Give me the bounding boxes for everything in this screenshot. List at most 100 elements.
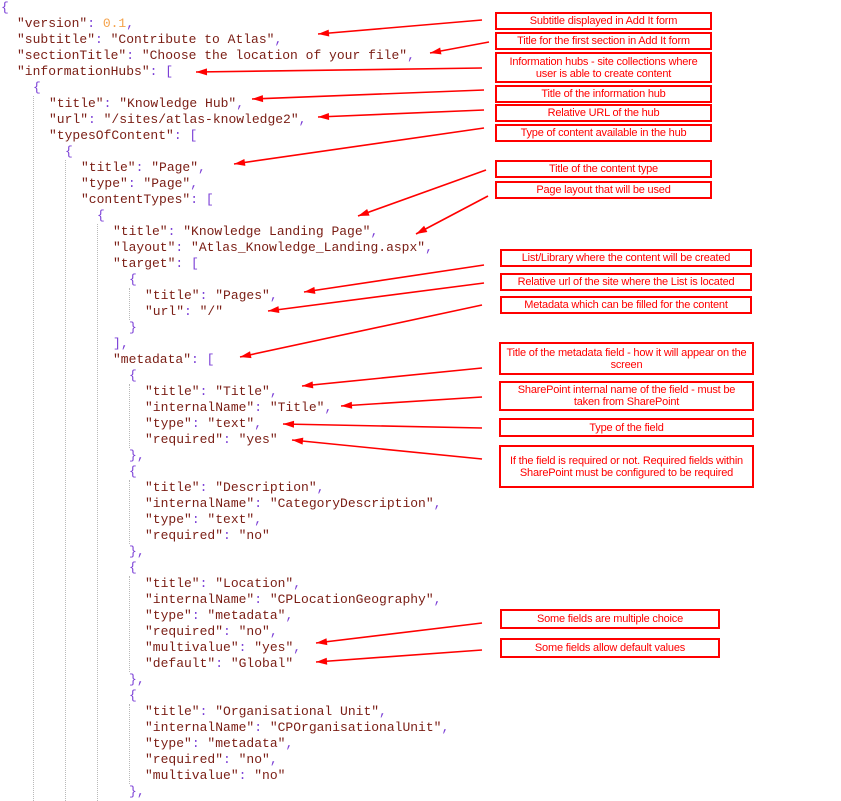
colon: : xyxy=(173,128,190,143)
indent-guide xyxy=(129,576,130,672)
indent-guide xyxy=(33,96,34,801)
colon: : xyxy=(254,720,270,735)
json-string-value: "CategoryDescription" xyxy=(269,496,434,511)
annotation-content-type-title: Title of the content type xyxy=(495,160,712,178)
comma: , xyxy=(136,448,145,463)
json-string-value: "no" xyxy=(238,624,270,639)
json-string-value: "no" xyxy=(238,528,270,543)
colon: : xyxy=(238,640,255,655)
code-line: "typesOfContent": [ xyxy=(49,128,197,144)
colon: : xyxy=(254,592,270,607)
json-string-value: "CPLocationGeography" xyxy=(269,592,434,607)
colon: : xyxy=(223,752,239,767)
colon: : xyxy=(135,160,152,175)
code-line: "default": "Global" xyxy=(145,656,293,672)
json-string-value: "Organisational Unit" xyxy=(215,704,380,719)
code-line: "type": "metadata", xyxy=(145,608,293,624)
colon: : xyxy=(175,256,192,271)
json-key: "multivalue" xyxy=(145,640,239,655)
code-line: ], xyxy=(113,336,129,352)
comma: , xyxy=(285,736,294,751)
json-key: "required" xyxy=(145,624,224,639)
code-line: { xyxy=(129,368,137,384)
json-string-value: "text" xyxy=(207,416,255,431)
arrowhead-icon xyxy=(252,95,264,103)
colon: : xyxy=(199,576,216,591)
code-line: "subtitle": "Contribute to Atlas", xyxy=(17,32,282,48)
colon: : xyxy=(191,608,208,623)
json-string-value: "yes" xyxy=(254,640,294,655)
comma: , xyxy=(293,576,302,591)
code-line: { xyxy=(33,80,41,96)
bracket: { xyxy=(129,688,137,703)
comma: , xyxy=(379,704,387,719)
code-line: "type": "text", xyxy=(145,416,262,432)
json-string-value: "Page" xyxy=(151,160,199,175)
colon: : xyxy=(238,768,255,783)
colon: : xyxy=(191,352,207,367)
arrow-line xyxy=(317,19,483,35)
comma: , xyxy=(425,240,433,255)
annotation-types-of-content: Type of content available in the hub xyxy=(495,124,712,142)
annotation-field-type: Type of the field xyxy=(499,418,754,437)
bracket: { xyxy=(129,464,137,479)
json-key: "type" xyxy=(145,416,192,431)
comma: , xyxy=(298,112,307,127)
colon: : xyxy=(223,432,239,447)
json-key: "subtitle" xyxy=(17,32,96,47)
json-key: "title" xyxy=(145,384,200,399)
bracket: { xyxy=(1,0,9,15)
code-line: "title": "Description", xyxy=(145,480,324,496)
code-line: "type": "Page", xyxy=(81,176,198,192)
code-line: "required": "yes" xyxy=(145,432,278,448)
json-key: "title" xyxy=(145,704,200,719)
comma: , xyxy=(285,608,294,623)
comma: , xyxy=(190,176,199,191)
annotation-hub-url: Relative URL of the hub xyxy=(495,104,712,122)
code-line: { xyxy=(1,0,9,16)
json-string-value: "Location" xyxy=(215,576,294,591)
colon: : xyxy=(87,16,103,31)
json-key: "metadata" xyxy=(113,352,192,367)
json-key: "required" xyxy=(145,528,224,543)
code-line: { xyxy=(97,208,105,224)
arrow-line xyxy=(357,169,487,217)
bracket: { xyxy=(97,208,105,223)
comma: , xyxy=(236,96,245,111)
colon: : xyxy=(149,64,166,79)
json-key: "url" xyxy=(49,112,89,127)
code-line: "title": "Title", xyxy=(145,384,278,400)
json-string-value: "/sites/atlas-knowledge2" xyxy=(103,112,299,127)
arrowhead-icon xyxy=(318,113,330,121)
colon: : xyxy=(191,416,208,431)
json-key: "layout" xyxy=(113,240,176,255)
code-line: "required": "no", xyxy=(145,752,278,768)
arrowhead-icon xyxy=(304,286,316,294)
annotation-target-url: Relative url of the site where the List … xyxy=(500,273,752,291)
code-line: "title": "Knowledge Hub", xyxy=(49,96,244,112)
json-string-value: "Pages" xyxy=(215,288,270,303)
indent-guide xyxy=(97,224,98,801)
annotation-subtitle: Subtitle displayed in Add It form xyxy=(495,12,712,30)
json-key: "typesOfContent" xyxy=(49,128,174,143)
annotation-internal-name: SharePoint internal name of the field - … xyxy=(499,381,754,411)
annotation-multivalue: Some fields are multiple choice xyxy=(500,609,720,629)
comma: , xyxy=(269,384,278,399)
comma: , xyxy=(269,288,278,303)
json-string-value: "Knowledge Hub" xyxy=(119,96,237,111)
comma: , xyxy=(126,16,135,31)
annotation-section-title: Title for the first section in Add It fo… xyxy=(495,32,712,50)
arrow-line xyxy=(340,396,483,407)
json-key: "url" xyxy=(145,304,185,319)
json-key: "title" xyxy=(145,288,200,303)
bracket: } xyxy=(129,448,137,463)
json-key: "multivalue" xyxy=(145,768,239,783)
arrow-line xyxy=(195,67,483,73)
indent-guide xyxy=(65,160,66,801)
colon: : xyxy=(88,112,104,127)
annotation-information-hubs: Information hubs - site collections wher… xyxy=(495,52,712,83)
code-line: { xyxy=(65,144,73,160)
annotation-required: If the field is required or not. Require… xyxy=(499,445,754,488)
comma: , xyxy=(324,400,333,415)
annotation-field-title: Title of the metadata field - how it wil… xyxy=(499,342,754,375)
